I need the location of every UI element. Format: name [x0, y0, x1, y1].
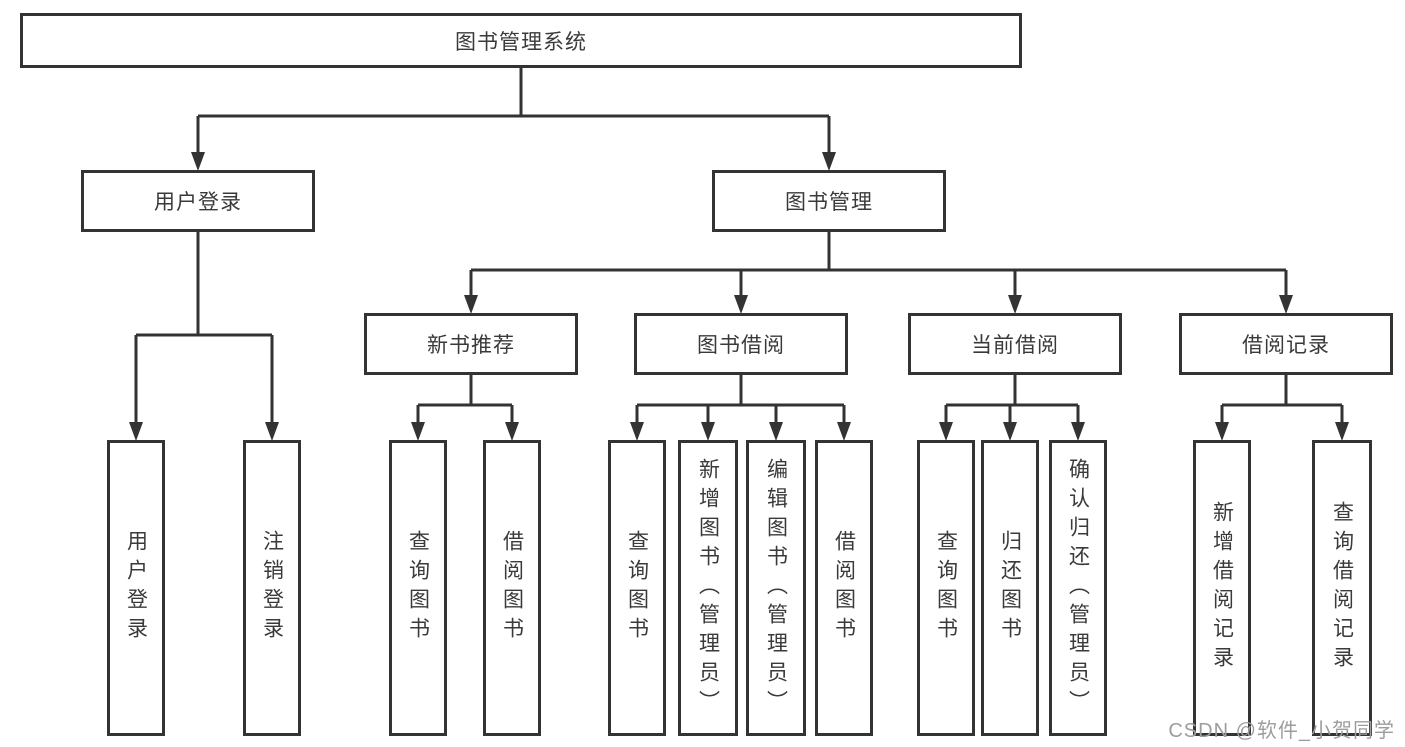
- leaf-query-books-current: 查询图书: [917, 440, 975, 736]
- leaf-borrow-books-recommend: 借阅图书: [483, 440, 541, 736]
- node-new-book-recommend: 新书推荐: [364, 313, 578, 375]
- node-user-login: 用户登录: [81, 170, 315, 232]
- leaf-label: 用户登录: [124, 530, 148, 646]
- leaf-label: 新增借阅记录: [1210, 501, 1234, 675]
- leaf-label: 查询借阅记录: [1330, 501, 1354, 675]
- leaf-label: 查询图书: [406, 530, 430, 646]
- node-label: 图书借阅: [697, 334, 785, 357]
- connector-arrow-icons: [129, 152, 1349, 441]
- leaf-label: 新增图书（管理员）: [696, 457, 720, 719]
- node-label: 图书管理: [785, 191, 873, 214]
- leaf-edit-book-admin: 编辑图书（管理员）: [746, 440, 806, 736]
- node-book-management: 图书管理: [712, 170, 946, 232]
- leaf-user-login: 用户登录: [107, 440, 165, 736]
- leaf-label: 借阅图书: [832, 530, 856, 646]
- leaf-borrow-books: 借阅图书: [815, 440, 873, 736]
- leaf-label: 编辑图书（管理员）: [764, 457, 788, 719]
- node-borrow-records: 借阅记录: [1179, 313, 1393, 375]
- leaf-add-borrow-record: 新增借阅记录: [1193, 440, 1251, 736]
- leaf-logout: 注销登录: [243, 440, 301, 736]
- leaf-label: 查询图书: [934, 530, 958, 646]
- leaf-label: 归还图书: [998, 530, 1022, 646]
- leaf-return-book: 归还图书: [981, 440, 1039, 736]
- leaf-label: 确认归还（管理员）: [1066, 457, 1090, 719]
- node-book-borrow: 图书借阅: [634, 313, 848, 375]
- node-label: 借阅记录: [1242, 334, 1330, 357]
- leaf-query-borrow-record: 查询借阅记录: [1312, 440, 1372, 736]
- node-label: 当前借阅: [971, 334, 1059, 357]
- node-current-borrow: 当前借阅: [908, 313, 1122, 375]
- leaf-query-books-borrow: 查询图书: [608, 440, 666, 736]
- leaf-label: 借阅图书: [500, 530, 524, 646]
- leaf-confirm-return-admin: 确认归还（管理员）: [1049, 440, 1107, 736]
- node-label: 新书推荐: [427, 334, 515, 357]
- node-library-system: 图书管理系统: [20, 13, 1022, 68]
- leaf-label: 查询图书: [625, 530, 649, 646]
- node-label: 用户登录: [154, 191, 242, 214]
- leaf-query-books-recommend: 查询图书: [389, 440, 447, 736]
- node-label: 图书管理系统: [455, 30, 587, 54]
- watermark: CSDN @软件_小贺同学: [1168, 720, 1395, 742]
- leaf-add-book-admin: 新增图书（管理员）: [678, 440, 738, 736]
- leaf-label: 注销登录: [260, 530, 284, 646]
